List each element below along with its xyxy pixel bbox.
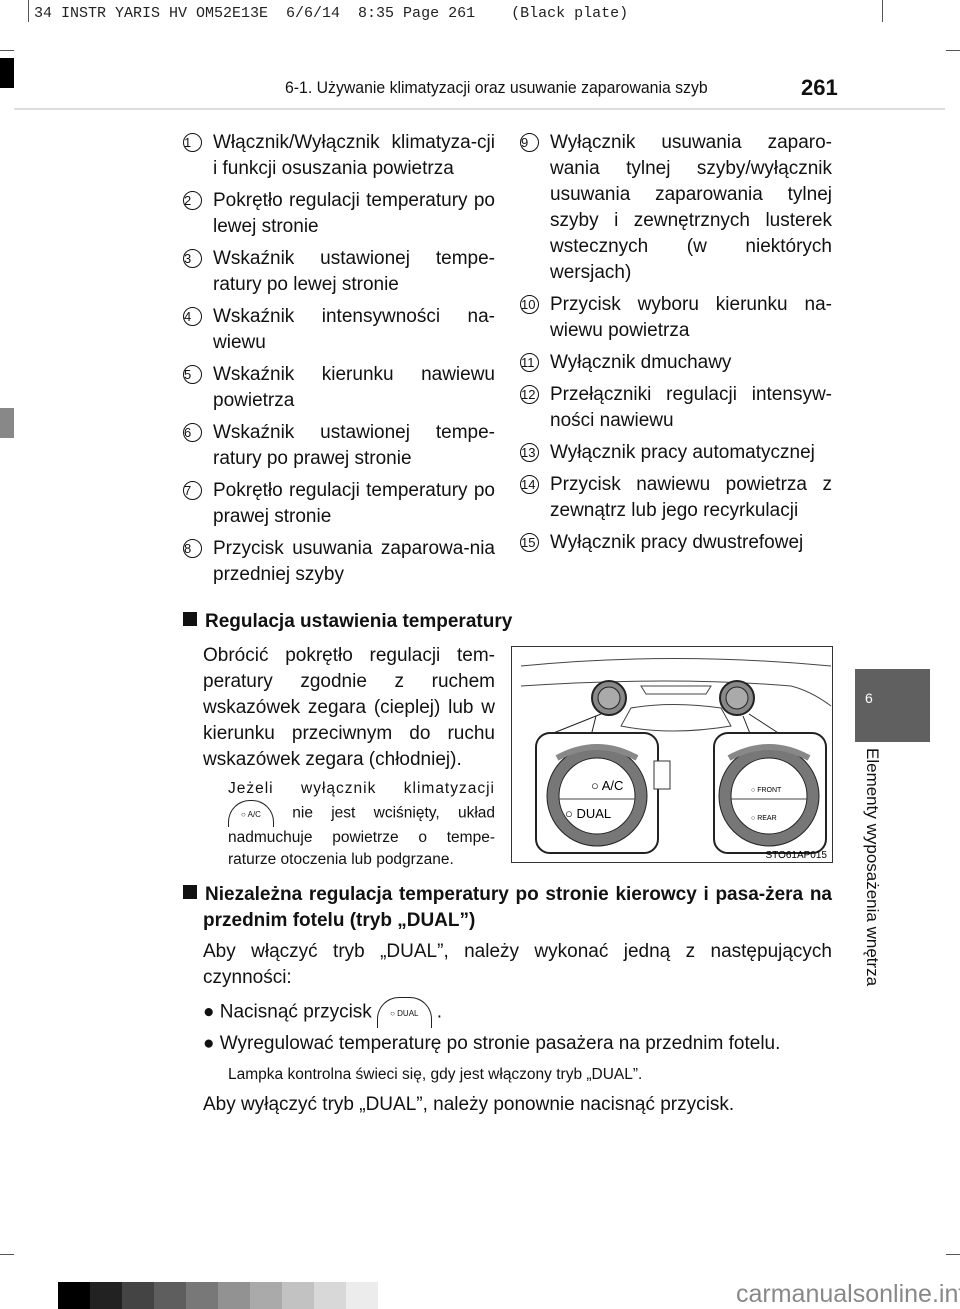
color-swatch: [186, 1282, 218, 1309]
legend-item: 4 Wskaźnik intensywności na-wiewu: [183, 304, 495, 356]
color-swatch: [90, 1282, 122, 1309]
color-swatch: [122, 1282, 154, 1309]
item-number: 6: [183, 423, 202, 442]
bullet-press-dual: ● Nacisnąć przycisk ○ DUAL .: [203, 997, 832, 1028]
legend-item: 12 Przełączniki regulacji intensyw-ności …: [520, 382, 832, 434]
item-text: Wskaźnik ustawionej tempe-ratury po lewe…: [213, 248, 495, 295]
ac-label: ○ A/C: [591, 778, 623, 793]
item-text: Przełączniki regulacji intensyw-ności na…: [550, 384, 832, 431]
item-number: 10: [520, 295, 539, 314]
item-text: Wyłącznik usuwania zaparo-wania tylnej s…: [550, 132, 832, 283]
print-slug: 34 INSTR YARIS HV OM52E13E 6/6/14 8:35 P…: [34, 5, 629, 22]
legend-item: 1 Włącznik/Wyłącznik klimatyza-cji i funk…: [183, 130, 495, 182]
crop-mark: [946, 1254, 960, 1255]
item-number: 8: [183, 539, 202, 558]
color-swatch: [58, 1282, 90, 1309]
bullet-adjust-passenger: ● Wyregulować temperaturę po stronie pas…: [203, 1033, 781, 1054]
heading-dual: Niezależna regulacja temperatury po stro…: [183, 882, 832, 934]
item-number: 9: [520, 133, 539, 152]
color-swatch: [218, 1282, 250, 1309]
front-label: ○ FRONT: [751, 787, 782, 794]
legend-item: 15 Wyłącznik pracy dwustrefowej: [520, 530, 832, 556]
item-text: Wskaźnik intensywności na-wiewu: [213, 306, 495, 353]
legend-item: 7 Pokrętło regulacji temperatury po prawe…: [183, 478, 495, 530]
ac-button-icon: ○ A/C: [228, 800, 274, 827]
legend-item: 3 Wskaźnik ustawionej tempe-ratury po lew…: [183, 246, 495, 298]
page-number: 261: [801, 75, 838, 100]
legend-item: 11 Wyłącznik dmuchawy: [520, 350, 832, 376]
item-number: 5: [183, 365, 202, 384]
legend-item: 6 Wskaźnik ustawionej tempe-ratury po pra…: [183, 420, 495, 472]
legend-item: 13 Wyłącznik pracy automatycznej: [520, 440, 832, 466]
heading-temperature: Regulacja ustawienia temperatury: [183, 609, 512, 635]
note-text: nie jest wciśnięty, układ nadmuchuje pow…: [228, 804, 496, 868]
dual-button-icon: ○ DUAL: [377, 997, 432, 1028]
item-number: 4: [183, 307, 202, 326]
legend-item: 14 Przycisk nawiewu powietrza z zewnątrz …: [520, 472, 832, 524]
item-text: Przycisk nawiewu powietrza z zewnątrz lu…: [550, 474, 832, 521]
temperature-body: Obrócić pokrętło regulacji tem-peratury …: [203, 645, 495, 770]
item-number: 13: [520, 443, 539, 462]
item-text: Włącznik/Wyłącznik klimatyza-cji i funkc…: [213, 132, 495, 179]
legend-item: 9 Wyłącznik usuwania zaparo-wania tylnej …: [520, 130, 832, 286]
crop-mark: [0, 50, 14, 51]
item-number: 12: [520, 385, 539, 404]
color-swatch: [250, 1282, 282, 1309]
item-number: 7: [183, 481, 202, 500]
header-rule: [14, 108, 945, 110]
note-text: Jeżeli wyłącznik klimatyzacji: [228, 780, 495, 797]
chapter-tab: 6: [855, 669, 930, 742]
dual-outro: Aby wyłączyć tryb „DUAL”, należy ponowni…: [203, 1094, 735, 1115]
color-swatch: [346, 1282, 378, 1309]
item-text: Wyłącznik dmuchawy: [550, 352, 732, 373]
item-number: 3: [183, 249, 202, 268]
item-text: Wskaźnik kierunku nawiewu powietrza: [213, 364, 495, 411]
chapter-label: Elementy wyposażenia wnętrza: [863, 748, 882, 987]
item-text: Pokrętło regulacji temperatury po prawej…: [213, 480, 495, 527]
heading-text: Niezależna regulacja temperatury po stro…: [203, 884, 832, 931]
color-swatch: [314, 1282, 346, 1309]
dual-note: Lampka kontrolna świeci się, gdy jest wł…: [228, 1066, 643, 1083]
item-text: Przycisk wyboru kierunku na-wiewu powiet…: [550, 294, 832, 341]
item-number: 15: [520, 533, 539, 552]
thumb-tab-marker: [0, 408, 14, 438]
legend-item: 8 Przycisk usuwania zaparowa-nia przednie…: [183, 536, 495, 588]
crop-mark: [946, 50, 960, 51]
item-text: Wyłącznik pracy automatycznej: [550, 442, 815, 463]
legend-item: 2 Pokrętło regulacji temperatury po lewej…: [183, 188, 495, 240]
square-bullet-icon: [183, 885, 197, 899]
square-bullet-icon: [183, 612, 197, 626]
ac-note: Jeżeli wyłącznik klimatyzacji ○ A/C nie …: [228, 778, 495, 871]
item-text: Pokrętło regulacji temperatury po lewej …: [213, 190, 495, 237]
item-number: 1: [183, 133, 202, 152]
dual-label: ○ DUAL: [565, 806, 611, 821]
watermark: carmanualsonline.info: [736, 1280, 960, 1308]
heading-text: Regulacja ustawienia temperatury: [205, 611, 513, 632]
legend-item: 10 Przycisk wyboru kierunku na-wiewu powi…: [520, 292, 832, 344]
crop-mark: [28, 0, 29, 22]
legend-item: 5 Wskaźnik kierunku nawiewu powietrza: [183, 362, 495, 414]
legend-right: 9 Wyłącznik usuwania zaparo-wania tylnej …: [520, 130, 832, 562]
climate-dials-figure: ○ A/C ○ DUAL ○ FRONT ○ REAR STO61AP015: [511, 646, 833, 863]
crop-mark: [882, 0, 883, 22]
item-number: 11: [520, 353, 539, 372]
section-title: 6-1. Używanie klimatyzacji oraz usuwanie…: [285, 78, 708, 97]
item-number: 2: [183, 191, 202, 210]
item-text: Wskaźnik ustawionej tempe-ratury po praw…: [213, 422, 495, 469]
item-text: Wyłącznik pracy dwustrefowej: [550, 532, 804, 553]
item-text: Przycisk usuwania zaparowa-nia przedniej…: [213, 538, 495, 585]
crop-mark: [0, 1254, 14, 1255]
rear-label: ○ REAR: [751, 815, 777, 822]
color-swatch: [154, 1282, 186, 1309]
figure-code: STO61AP015: [765, 850, 827, 861]
dual-intro: Aby włączyć tryb „DUAL”, należy wykonać …: [203, 941, 832, 988]
item-number: 14: [520, 475, 539, 494]
color-swatch: [282, 1282, 314, 1309]
legend-left: 1 Włącznik/Wyłącznik klimatyza-cji i funk…: [183, 130, 495, 594]
thumb-tab-marker: [0, 58, 14, 88]
